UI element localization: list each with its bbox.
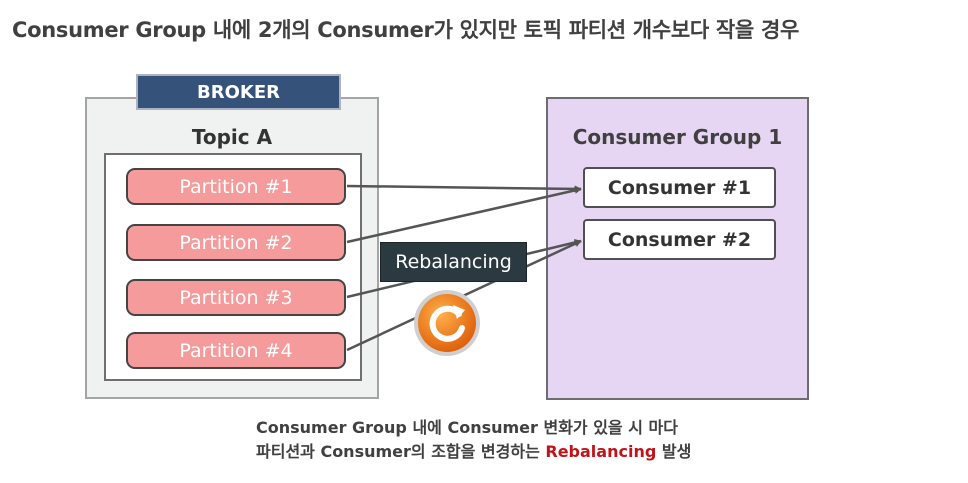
page-title: Consumer Group 내에 2개의 Consumer가 있지만 토픽 파…	[12, 18, 799, 42]
consumer-2: Consumer #2	[583, 219, 776, 260]
caption-line-2: 파티션과 Consumer의 조합을 변경하는 Rebalancing 발생	[256, 440, 856, 464]
partition-4: Partition #4	[126, 332, 346, 369]
partition-1: Partition #1	[126, 168, 346, 205]
caption-line-2-prefix: 파티션과 Consumer의 조합을 변경하는	[256, 442, 546, 461]
caption-highlight: Rebalancing	[545, 442, 657, 461]
broker-label: BROKER	[136, 74, 341, 110]
consumer-group-title: Consumer Group 1	[572, 125, 783, 149]
refresh-icon	[414, 290, 480, 356]
partition-3: Partition #3	[126, 279, 346, 316]
arrow-partition2-consumer1	[346, 186, 582, 244]
rebalancing-label: Rebalancing	[380, 242, 527, 282]
consumer-1: Consumer #1	[583, 167, 776, 208]
arrow-partition1-consumer1	[346, 184, 582, 193]
caption-line-1: Consumer Group 내에 Consumer 변화가 있을 시 마다	[256, 418, 678, 437]
caption-line-2-suffix: 발생	[656, 442, 692, 461]
topic-title: Topic A	[191, 125, 273, 149]
caption: Consumer Group 내에 Consumer 변화가 있을 시 마다 파…	[256, 416, 856, 464]
partition-2: Partition #2	[126, 224, 346, 261]
